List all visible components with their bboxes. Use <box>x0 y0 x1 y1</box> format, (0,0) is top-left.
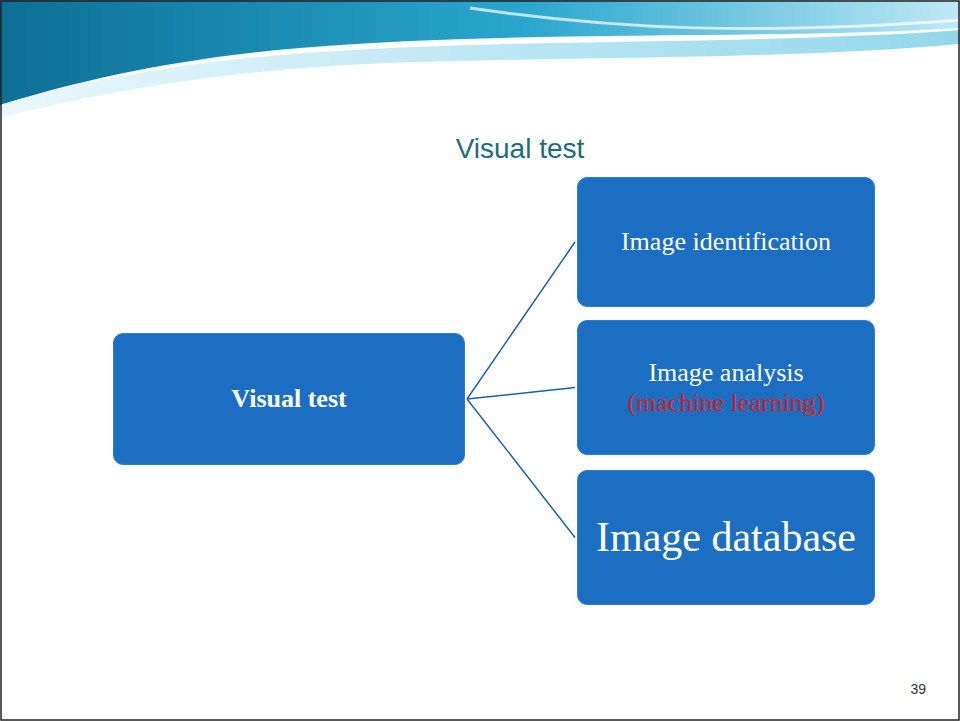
box-text: Image identification <box>621 227 831 256</box>
box-text: Image analysis <box>648 358 803 387</box>
connector-line <box>467 399 575 538</box>
connector-line <box>467 388 575 400</box>
branch-box: Image analysis(machine learning) <box>577 320 875 455</box>
branch-box: Image identification <box>577 177 875 307</box>
page-number: 39 <box>910 681 926 697</box>
box-subtext: (machine learning) <box>627 388 824 417</box>
branch-box: Image database <box>577 470 875 605</box>
connector-line <box>467 242 575 399</box>
box-text: Image database <box>596 514 856 561</box>
header-wave-highlight <box>0 30 960 118</box>
root-box: Visual test <box>113 333 465 465</box>
box-text: Visual test <box>231 384 346 413</box>
header-streak <box>470 8 960 29</box>
slide-title: Visual test <box>360 133 680 165</box>
